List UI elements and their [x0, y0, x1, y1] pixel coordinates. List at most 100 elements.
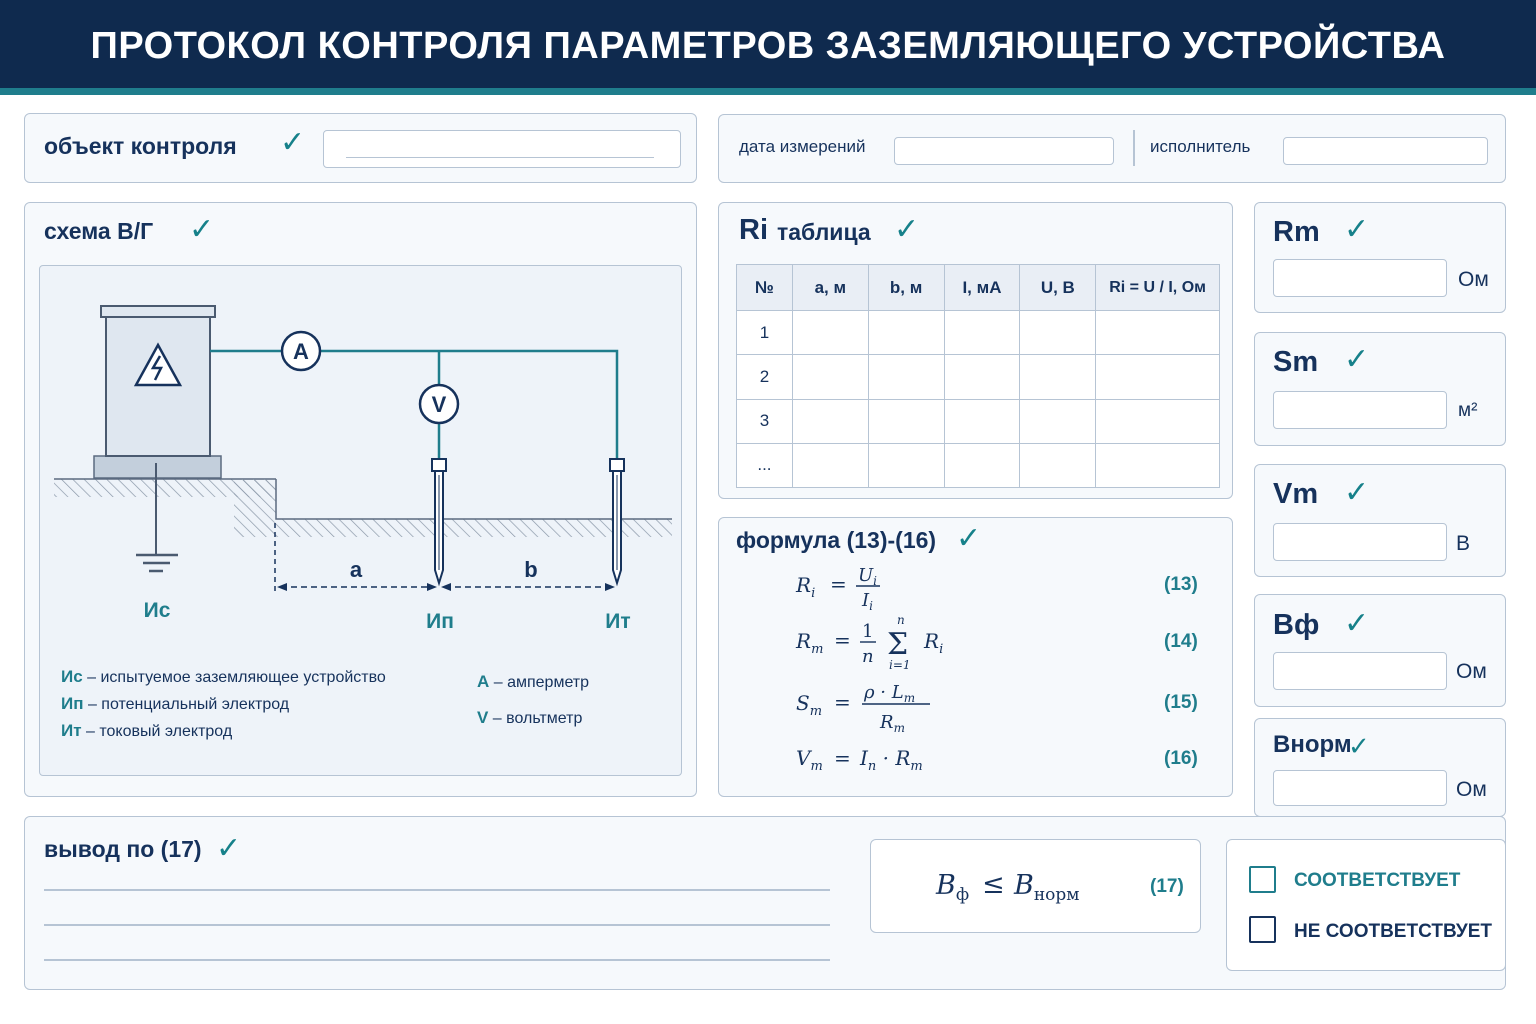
ri-table: № a, м b, м I, мА U, В Ri = U / I, Ом 1 …: [736, 263, 1220, 489]
svg-text:Ui: Ui: [858, 565, 877, 588]
result-box: [1226, 839, 1506, 971]
table-cell[interactable]: [791, 310, 869, 356]
row-number: 1: [736, 310, 793, 356]
table-cell[interactable]: [1095, 442, 1220, 489]
table-row: 1: [736, 310, 1220, 356]
performer-input[interactable]: [1283, 137, 1488, 165]
param-input-bnorm[interactable]: [1273, 770, 1447, 806]
svg-text:Ri: Ri: [795, 573, 815, 601]
table-cell[interactable]: [867, 442, 945, 489]
table-row: ...: [736, 442, 1220, 489]
table-cell[interactable]: [943, 354, 1021, 400]
table-cell[interactable]: [1019, 398, 1097, 444]
ground-hatch-right: [234, 519, 672, 537]
formula-17: Bф ≤ Bнорм: [935, 869, 1080, 905]
param-unit-vm: В: [1456, 532, 1471, 555]
col-header-b: b, м: [867, 263, 945, 312]
table-cell[interactable]: [1019, 354, 1097, 400]
dim-label-a: a: [350, 557, 363, 582]
scheme-label: схема В/Г: [44, 218, 154, 244]
formula-14: Rm = 1 n n Σ i=1 Ri: [795, 613, 943, 672]
dim-arrow-a-right: [427, 583, 437, 591]
svg-text:Sm: Sm: [796, 691, 822, 719]
complies-checkbox[interactable]: [1249, 866, 1276, 893]
table-cell[interactable]: [1095, 398, 1220, 444]
table-cell[interactable]: [867, 310, 945, 356]
table-cell[interactable]: [943, 398, 1021, 444]
table-cell[interactable]: [791, 354, 869, 400]
svg-text:Bнорм: Bнорм: [1013, 870, 1080, 905]
current-electrode-icon: [609, 458, 625, 587]
svg-text:n: n: [897, 613, 905, 627]
ri-table-title-rest: таблица: [777, 219, 871, 245]
ground-line-right: [275, 479, 672, 520]
header-stripe: [0, 88, 1536, 95]
svg-text:Ii: Ii: [861, 590, 873, 612]
param-check-icon-bnorm: ✓: [1348, 731, 1370, 761]
col-header-ri: Ri = U / I, Ом: [1095, 263, 1220, 312]
svg-text:Bф: Bф: [935, 870, 969, 905]
voltmeter-icon: [418, 383, 460, 425]
scheme-check-icon: ✓: [189, 213, 215, 246]
formula-check-icon: ✓: [956, 522, 982, 555]
legend-text: – амперметр: [493, 674, 590, 691]
param-input-bf[interactable]: [1273, 652, 1447, 690]
table-cell[interactable]: [867, 354, 945, 400]
legend-text: – испытуемое заземляющее устройство: [87, 669, 386, 686]
node-label-ic: Ис: [144, 599, 171, 622]
table-row: 3: [736, 398, 1220, 444]
param-label-bnorm: Bнорм: [1273, 731, 1352, 758]
formula-number-17: (17): [1150, 876, 1184, 897]
conclusion-check-icon: ✓: [216, 832, 242, 865]
svg-text:=: =: [834, 746, 851, 770]
object-input[interactable]: [323, 130, 681, 168]
table-cell[interactable]: [943, 310, 1021, 356]
formula-number-15: (15): [1164, 692, 1198, 713]
table-cell[interactable]: [1095, 354, 1220, 400]
col-header-current: I, мА: [943, 263, 1021, 312]
svg-text:Ri: Ri: [923, 629, 943, 657]
param-label-bf: Bф: [1273, 609, 1320, 641]
param-unit-bf: Ом: [1456, 660, 1487, 683]
conclusion-line-1[interactable]: [44, 889, 830, 891]
table-cell[interactable]: [791, 398, 869, 444]
legend-item-v: V – вольтметр: [477, 708, 582, 728]
meta-divider: [1133, 130, 1135, 166]
dim-arrow-b-right: [605, 583, 615, 591]
param-check-icon-sm: ✓: [1344, 343, 1370, 376]
legend-item-ip: Ип – потенциальный электрод: [61, 694, 289, 714]
table-cell[interactable]: [1019, 442, 1097, 489]
formula-16: Vm = In · Rm: [796, 746, 923, 774]
legend-symbol: Ис: [61, 667, 83, 686]
table-cell[interactable]: [943, 442, 1021, 489]
ammeter-letter: A: [293, 339, 309, 364]
row-number: 2: [736, 354, 793, 400]
param-input-sm[interactable]: [1273, 391, 1447, 429]
conclusion-line-2[interactable]: [44, 924, 830, 926]
legend-item-it: Ит – токовый электрод: [61, 721, 232, 741]
ri-table-title-main: Ri: [739, 214, 768, 246]
cabinet-base: [93, 455, 222, 479]
svg-text:ρ · Lm: ρ · Lm: [863, 682, 915, 705]
param-check-icon-rm: ✓: [1344, 213, 1370, 246]
param-input-vm[interactable]: [1273, 523, 1447, 561]
ri-table-header-row: № a, м b, м I, мА U, В Ri = U / I, Ом: [736, 263, 1220, 312]
ri-table-check-icon: ✓: [894, 213, 920, 246]
scheme-diagram: A V a b Ис Ип Ит: [54, 305, 672, 633]
cabinet-roof: [100, 305, 216, 318]
conclusion-line-3[interactable]: [44, 959, 830, 961]
table-cell[interactable]: [1095, 310, 1220, 356]
ground-hatch-left: [54, 479, 276, 497]
param-input-rm[interactable]: [1273, 259, 1447, 297]
col-header-number: №: [736, 263, 793, 312]
row-number: 3: [736, 398, 793, 444]
table-cell[interactable]: [867, 398, 945, 444]
complies-label: СООТВЕТСТВУЕТ: [1294, 870, 1461, 891]
table-cell[interactable]: [791, 442, 869, 489]
not-complies-checkbox[interactable]: [1249, 916, 1276, 943]
svg-text:Rm: Rm: [879, 712, 905, 735]
legend-text: – токовый электрод: [86, 723, 233, 740]
legend-text: – вольтметр: [492, 710, 583, 727]
table-cell[interactable]: [1019, 310, 1097, 356]
date-input[interactable]: [894, 137, 1114, 165]
